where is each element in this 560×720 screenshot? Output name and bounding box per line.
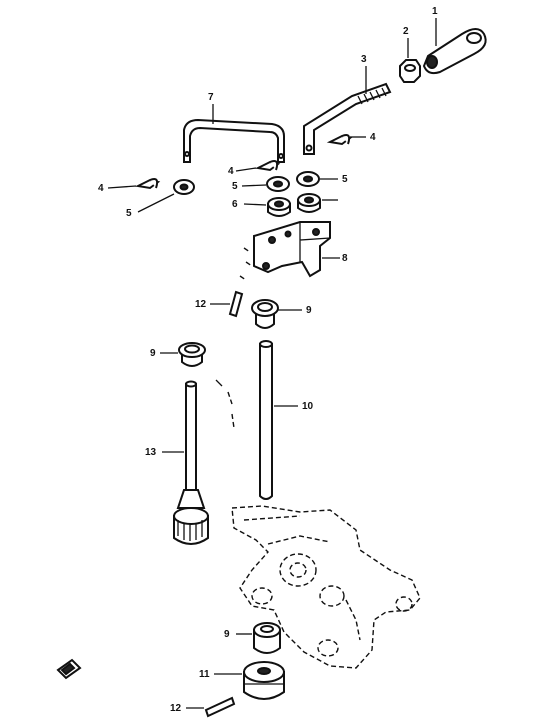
part-3-link-rod (303, 82, 392, 155)
callout-12-upper: 12 (195, 299, 207, 310)
part-9-bushing-left (178, 342, 206, 367)
leader-line (235, 167, 257, 172)
part-2-nut (399, 59, 421, 83)
part-5-washer-left (173, 179, 195, 195)
callout-10: 10 (302, 401, 314, 412)
leader-line (107, 185, 137, 189)
callout-3: 3 (361, 54, 367, 65)
callout-7: 7 (208, 92, 214, 103)
housing-ghost (227, 391, 421, 669)
leader-line (137, 193, 175, 213)
part-11-gear (243, 661, 285, 700)
callout-9-upper: 9 (306, 305, 312, 316)
leader-line (241, 184, 267, 187)
part-4-clip-left (134, 178, 161, 190)
part-12-pin-upper (228, 290, 244, 318)
part-9-bushing-upper (251, 299, 279, 329)
front-arrow-icon (56, 658, 82, 680)
part-9-bushing-lower (253, 622, 281, 654)
callout-4-right: 4 (370, 132, 376, 143)
part-8-bracket (253, 221, 331, 278)
part-13-gear-shaft (173, 380, 209, 545)
part-10-shaft (259, 340, 273, 500)
callout-9-lower: 9 (224, 629, 230, 640)
callout-5-right: 5 (342, 174, 348, 185)
hidden-line (239, 247, 253, 281)
part-5-washer-right (296, 171, 320, 187)
part-5-washer-center (266, 176, 290, 192)
part-1-rod-end (422, 28, 487, 75)
callout-5-left: 5 (126, 208, 132, 219)
callout-6-left: 6 (232, 199, 238, 210)
callout-13: 13 (145, 447, 157, 458)
part-6-bushing-left (267, 197, 291, 217)
callout-2: 2 (403, 26, 409, 37)
callout-5-center: 5 (232, 181, 238, 192)
callout-4-left: 4 (98, 183, 104, 194)
part-4-clip-center (254, 160, 281, 172)
part-6-bushing-right (297, 193, 321, 213)
callout-4-center: 4 (228, 166, 234, 177)
callout-8: 8 (342, 253, 348, 264)
callout-9-left: 9 (150, 348, 156, 359)
part-12-pin-lower (204, 696, 236, 718)
leader-line (243, 203, 267, 206)
part-7-u-link (183, 118, 285, 163)
callout-1: 1 (432, 6, 438, 17)
callout-12-lower: 12 (170, 703, 182, 714)
part-4-clip-right (326, 134, 353, 146)
callout-11: 11 (199, 669, 210, 680)
small-clip-mark (215, 379, 223, 387)
